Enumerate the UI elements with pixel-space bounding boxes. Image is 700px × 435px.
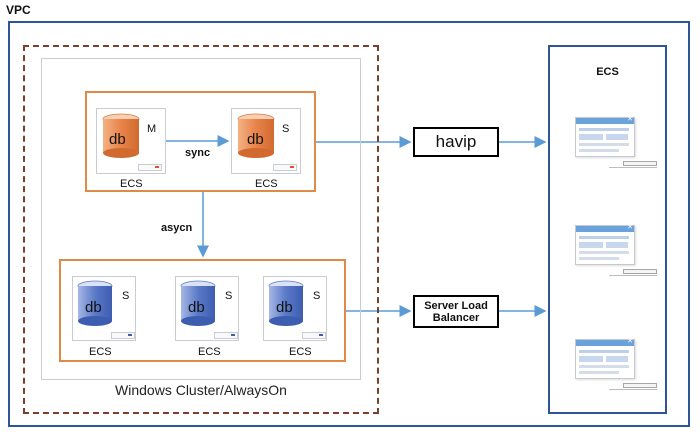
cluster-label: Windows Cluster/AlwaysOn: [115, 382, 287, 398]
cluster-inner-frame: [41, 58, 361, 380]
server-card-replica-2[interactable]: db S: [175, 276, 239, 341]
primary-group-frame: [85, 91, 316, 192]
server-card-master[interactable]: db M: [96, 108, 166, 174]
sync-label: sync: [185, 147, 211, 159]
cluster-dashed-frame: [23, 45, 379, 414]
vpc-title: VPC: [6, 3, 31, 17]
server-drive-icon: [138, 164, 162, 171]
server-card-replica-1[interactable]: db S: [72, 276, 136, 341]
server-drive-icon: [111, 332, 135, 339]
server-card-secondary[interactable]: db S: [231, 108, 301, 174]
ecs-instance-2[interactable]: ✕: [575, 224, 657, 276]
db-cylinder-icon: [77, 280, 113, 326]
ecs-label: ECS: [89, 346, 112, 358]
window-base: [609, 161, 657, 168]
role-letter: S: [282, 123, 290, 135]
role-letter: S: [225, 290, 233, 302]
db-label: db: [188, 299, 205, 316]
vpc-frame: [8, 21, 690, 427]
db-label: db: [276, 299, 293, 316]
ecs-label: ECS: [120, 178, 143, 190]
ecs-label: ECS: [289, 346, 312, 358]
ecs-label: ECS: [255, 178, 278, 190]
db-cylinder-icon: [180, 280, 216, 326]
server-card-replica-3[interactable]: db S: [263, 276, 327, 341]
havip-box[interactable]: havip: [413, 127, 499, 157]
ecs-pool-frame: [548, 45, 667, 414]
window-card-icon: ✕: [575, 116, 635, 157]
role-letter: S: [313, 290, 321, 302]
db-cylinder-icon: [237, 113, 275, 158]
server-drive-icon: [302, 332, 326, 339]
replica-group-frame: [59, 259, 346, 362]
window-card-icon: ✕: [575, 338, 635, 379]
window-card-icon: ✕: [575, 224, 635, 265]
ecs-instance-3[interactable]: ✕: [575, 338, 657, 390]
role-letter: M: [147, 123, 157, 135]
role-letter: S: [122, 290, 130, 302]
ecs-label: ECS: [198, 346, 221, 358]
db-label: db: [109, 131, 126, 148]
window-base: [609, 269, 657, 276]
window-base: [609, 383, 657, 390]
server-drive-icon: [273, 164, 297, 171]
server-drive-icon: [214, 332, 238, 339]
db-label: db: [85, 299, 102, 316]
db-label: db: [247, 131, 264, 148]
ecs-pool-title: ECS: [596, 66, 619, 78]
db-cylinder-icon: [102, 113, 140, 158]
async-label: asycn: [161, 222, 193, 234]
ecs-instance-1[interactable]: ✕: [575, 116, 657, 168]
server-load-balancer-box[interactable]: Server Load Balancer: [413, 295, 499, 328]
db-cylinder-icon: [268, 280, 304, 326]
